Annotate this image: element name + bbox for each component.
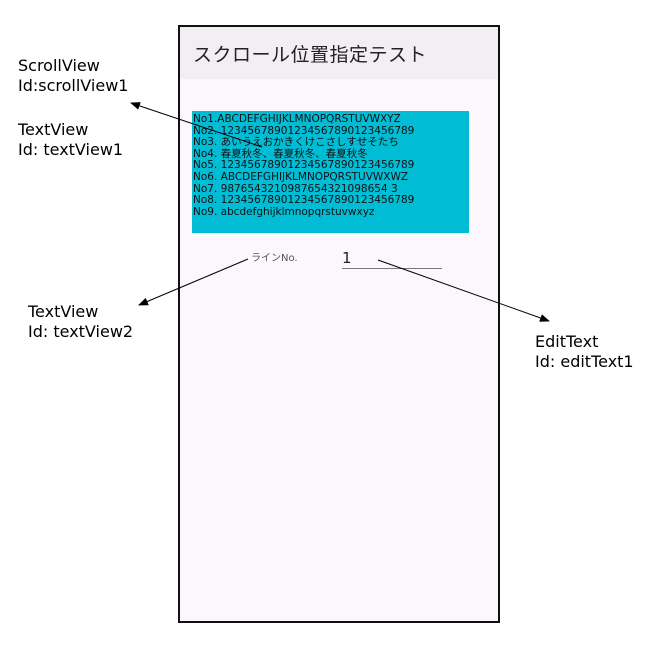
edit-text-underline	[342, 268, 442, 269]
scroll-line: No9. abcdefghijklmnopqrstuvwxyz	[193, 205, 375, 218]
arrow-textview2	[138, 258, 249, 306]
scroll-line: No8. 12345678901234567890123456789	[193, 194, 415, 207]
line-number-edit-text[interactable]: 1	[342, 247, 442, 269]
scroll-text-view: No1.ABCDEFGHIJKLMNOPQRSTUVWXYZ No2. 1234…	[192, 111, 469, 218]
scroll-line: No2. 12345678901234567890123456789	[193, 124, 415, 137]
arrow-scrollview	[130, 102, 263, 148]
arrow-edittext	[377, 259, 550, 322]
scroll-line: No1.ABCDEFGHIJKLMNOPQRSTUVWXYZ	[193, 113, 401, 125]
app-title: スクロール位置指定テスト	[193, 44, 428, 66]
textview1-annotation: TextView Id: textView1	[18, 120, 124, 159]
scroll-line: No7. 9876543210987654321098654 3	[193, 182, 398, 195]
line-number-label: ラインNo.	[251, 253, 298, 264]
textview2-annotation: TextView Id: textView2	[28, 302, 134, 341]
app-bar: スクロール位置指定テスト	[180, 27, 498, 79]
scroll-line: No4. 春夏秋冬、春夏秋冬、春夏秋冬	[193, 147, 368, 160]
scroll-line: No5. 12345678901234567890123456789	[193, 159, 415, 172]
scroll-line: No6. ABCDEFGHIJKLMNOPQRSTUVWXWZ	[193, 170, 409, 183]
scrollview-annotation: ScrollView Id:scrollView1	[18, 56, 129, 95]
edittext-annotation: EditText Id: editText1	[535, 332, 634, 371]
edit-text-value[interactable]: 1	[342, 249, 352, 267]
phone-screen: スクロール位置指定テスト No1.ABCDEFGHIJKLMNOPQRSTUVW…	[178, 25, 500, 623]
scroll-view[interactable]: No1.ABCDEFGHIJKLMNOPQRSTUVWXYZ No2. 1234…	[192, 111, 469, 233]
scroll-line: No3. あいうえおかきくけこさしすせそたち	[193, 136, 399, 149]
